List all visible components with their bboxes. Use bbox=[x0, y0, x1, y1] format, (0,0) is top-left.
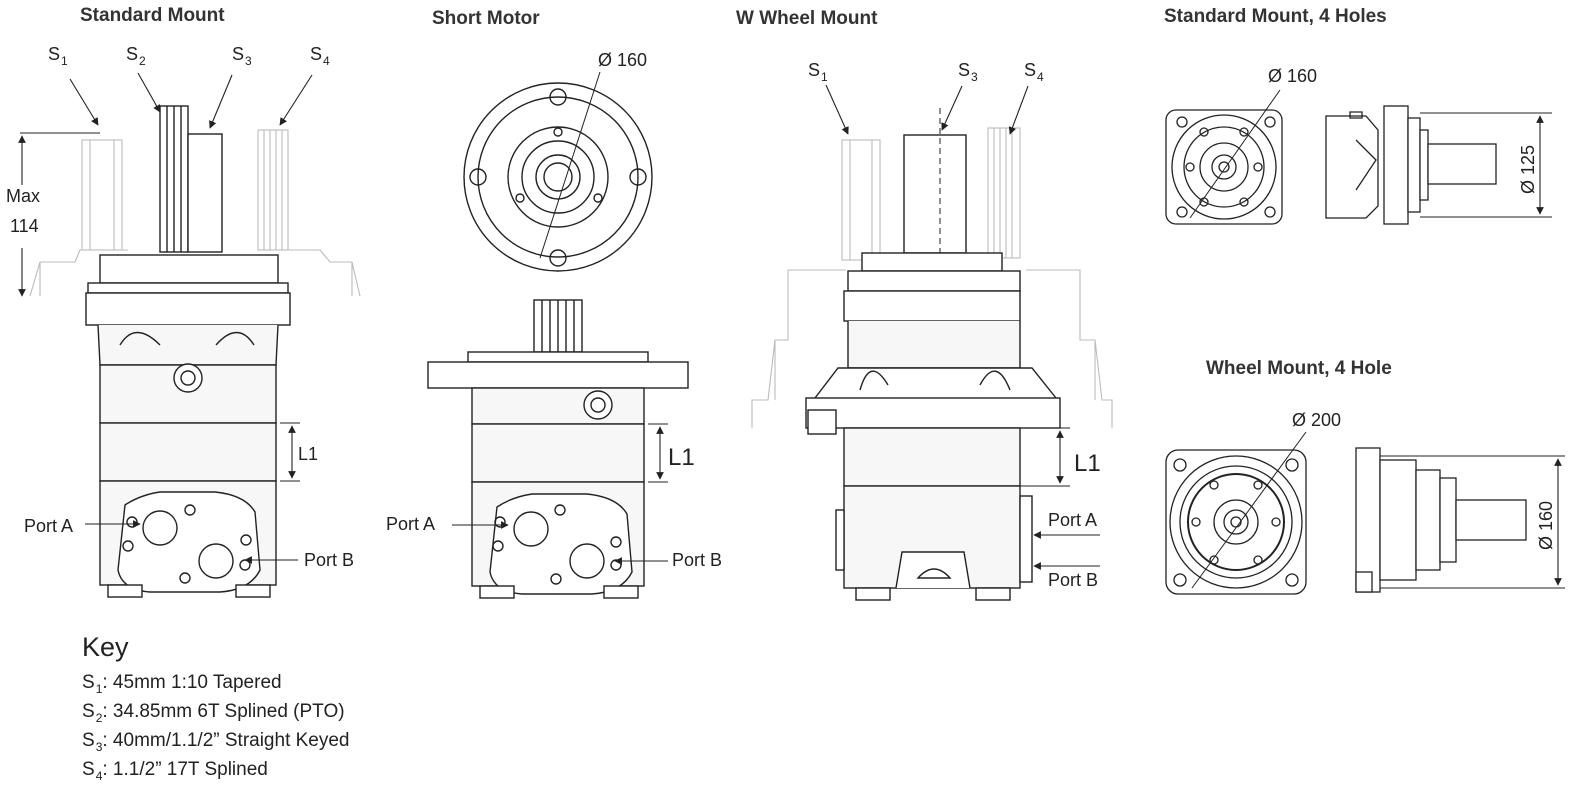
short-motor-dims bbox=[452, 423, 668, 565]
key-item-s2: S2: 34.85mm 6T Splined (PTO) bbox=[82, 701, 345, 725]
wheel-shaft-label-s1: S1 bbox=[808, 60, 828, 84]
short-motor-port-b: Port B bbox=[672, 550, 723, 570]
title-w-wheel-mount: W Wheel Mount bbox=[736, 8, 878, 29]
wheel-mount-4-hole-side bbox=[1355, 447, 1527, 593]
wheel-port-a: Port A bbox=[1048, 510, 1098, 530]
wheel-4-hole-dia-200: Ø 200 bbox=[1292, 410, 1342, 430]
standard-4-holes-dia-160: Ø 160 bbox=[1268, 66, 1318, 86]
ghost-shafts bbox=[29, 129, 361, 297]
max-value: 114 bbox=[10, 216, 39, 236]
short-motor-front-view bbox=[463, 71, 653, 272]
key-title: Key bbox=[82, 632, 129, 662]
title-short-motor: Short Motor bbox=[432, 8, 540, 29]
title-standard-mount: Standard Mount bbox=[80, 5, 225, 26]
shaft-label-s1: S1 bbox=[48, 44, 68, 68]
short-motor-l1-label: L1 bbox=[668, 444, 695, 471]
title-wheel-mount-4-hole: Wheel Mount, 4 Hole bbox=[1206, 358, 1392, 379]
w-wheel-dims bbox=[825, 84, 1100, 570]
wheel-port-b: Port B bbox=[1048, 570, 1099, 590]
short-motor-dia-160: Ø 160 bbox=[598, 50, 648, 70]
wheel-shaft-label-s4: S4 bbox=[1024, 60, 1044, 84]
key-item-s3: S3: 40mm/1.1/2” Straight Keyed bbox=[82, 730, 350, 754]
standard-mount-4-holes-front bbox=[1165, 89, 1283, 225]
w-wheel-mount-side-view bbox=[751, 108, 1113, 601]
shaft-label-s4: S4 bbox=[310, 44, 330, 68]
shaft-label-s2: S2 bbox=[126, 44, 146, 68]
max-label: Max bbox=[6, 186, 41, 206]
standard-mount-dims bbox=[18, 72, 313, 564]
short-motor-side-view bbox=[427, 299, 689, 599]
key-item-s1: S1: 45mm 1:10 Tapered bbox=[82, 672, 282, 696]
short-motor-port-a: Port A bbox=[386, 514, 436, 534]
wheel-l1-label: L1 bbox=[1074, 450, 1101, 477]
standard-port-a: Port A bbox=[24, 516, 74, 536]
standard-mount-side-view bbox=[29, 105, 361, 598]
standard-port-b: Port B bbox=[304, 550, 355, 570]
shaft-label-s3: S3 bbox=[232, 44, 252, 68]
wheel-shaft-label-s3: S3 bbox=[958, 60, 978, 84]
key-item-s4: S4: 1.1/2” 17T Splined bbox=[82, 759, 268, 783]
wheel-4-hole-dia-160: Ø 160 bbox=[1536, 500, 1556, 550]
standard-4-holes-dims bbox=[1420, 112, 1552, 218]
title-standard-mount-4-holes: Standard Mount, 4 Holes bbox=[1164, 6, 1387, 27]
standard-l1-label: L1 bbox=[298, 444, 319, 464]
wheel-4-hole-dims bbox=[1380, 455, 1565, 589]
wheel-mount-4-hole-front bbox=[1165, 431, 1307, 595]
ghost-wheel-shafts bbox=[751, 127, 1113, 428]
standard-4-holes-dia-125: Ø 125 bbox=[1518, 144, 1538, 194]
standard-mount-4-holes-side bbox=[1325, 105, 1497, 225]
